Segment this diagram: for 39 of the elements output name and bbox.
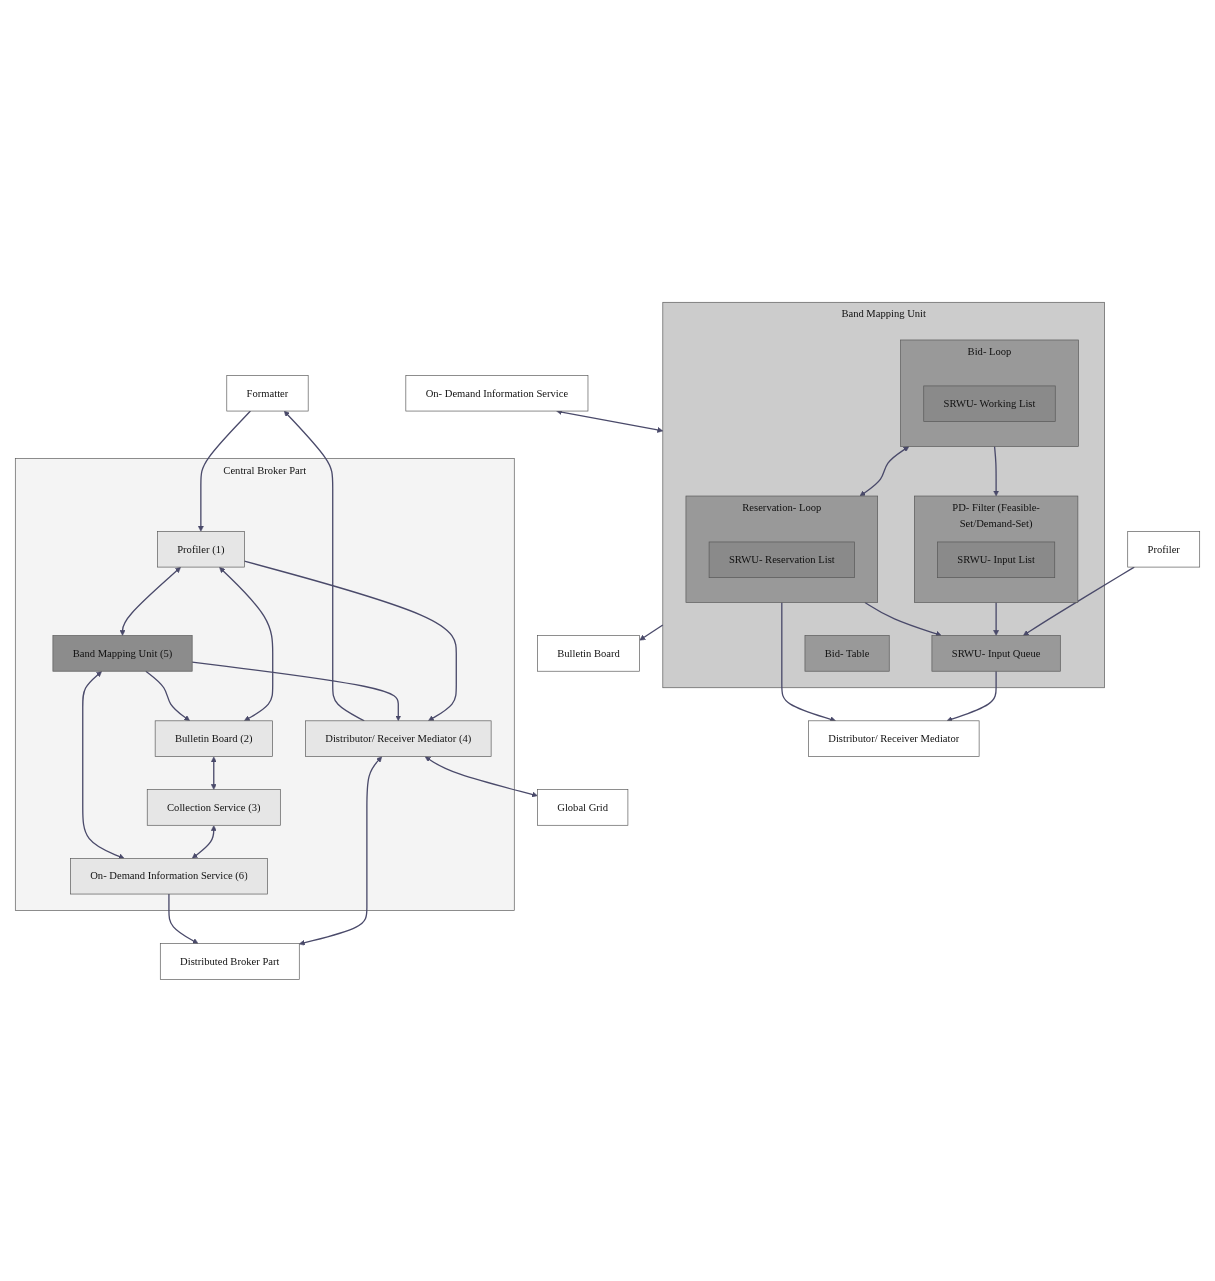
node-box: Collection Service (3): [146, 788, 281, 826]
node-box: Bulletin Board: [537, 634, 640, 672]
arrow: [1023, 566, 1135, 636]
arrow: [299, 756, 383, 946]
arrow: [145, 670, 190, 721]
arrow: [946, 670, 997, 722]
arrow: [210, 756, 217, 790]
arrow: [993, 601, 999, 636]
node-box: On- Demand Information Service: [405, 374, 589, 412]
arrow: [191, 661, 402, 721]
arrow: [168, 893, 199, 944]
arrow: [243, 560, 457, 721]
arrow: [781, 601, 836, 722]
node-box: Formatter: [226, 374, 309, 412]
node-box: SRWU- Input List: [937, 541, 1056, 578]
node-box: Band Mapping Unit (5): [52, 634, 193, 672]
arrow: [191, 824, 217, 859]
node-box: Global Grid: [537, 788, 629, 826]
node-box: Profiler: [1127, 530, 1201, 568]
node-box: SRWU- Working List: [923, 385, 1056, 422]
node-box: Profiler (1): [157, 530, 245, 568]
arrow: [283, 410, 365, 722]
arrow: [993, 445, 999, 496]
arrow: [119, 566, 181, 636]
node-box: Distributed Broker Part: [159, 943, 300, 980]
arrow: [424, 756, 538, 797]
arrow: [859, 446, 910, 496]
arrow: [639, 623, 664, 641]
node-box: Bid- Table: [804, 634, 890, 672]
arrow: [219, 566, 274, 721]
node-box: SRWU- Reservation List: [708, 541, 855, 578]
arrow: [197, 410, 252, 532]
arrow: [82, 670, 125, 859]
node-box: On- Demand Information Service (6): [70, 857, 268, 895]
node-box: SRWU- Input Queue: [931, 634, 1061, 672]
node-box: Distributor/ Receiver Mediator: [808, 720, 980, 757]
node-box: Bulletin Board (2): [154, 720, 273, 757]
node-box: Distributor/ Receiver Mediator (4): [305, 720, 492, 757]
arrow: [864, 601, 942, 637]
